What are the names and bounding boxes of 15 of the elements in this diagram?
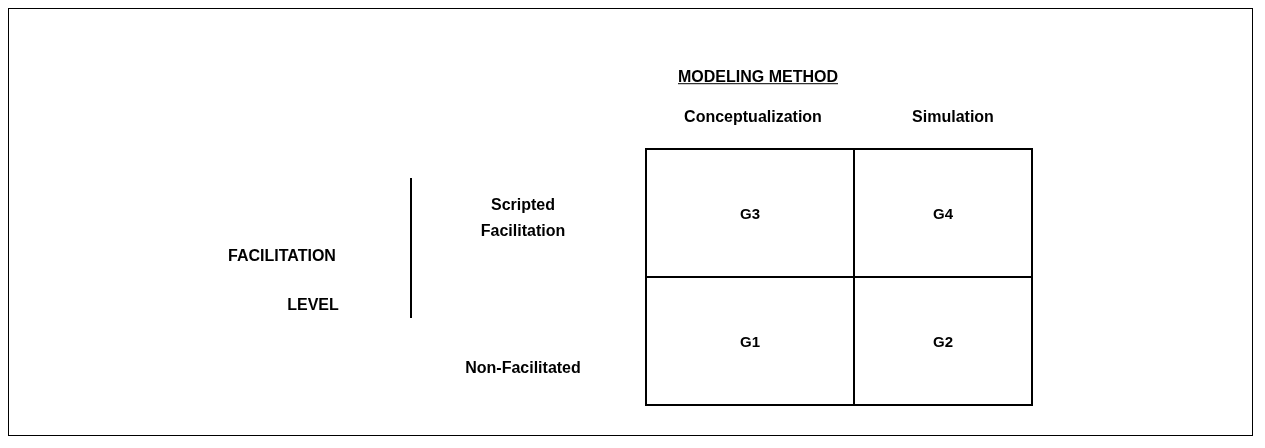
axis-label: Scripted Facilitation	[479, 195, 567, 241]
table-cell	[853, 276, 1033, 406]
axis-label: Conceptualization	[684, 107, 822, 128]
axis-label: FACILITATION	[228, 246, 336, 267]
table-cell	[853, 148, 1033, 278]
axis-label: LEVEL	[287, 295, 339, 316]
axis-heading: MODELING METHOD	[678, 67, 838, 88]
group-label: G4	[933, 204, 953, 222]
table-cell	[645, 148, 855, 278]
group-label: G2	[933, 332, 953, 350]
table-cell	[645, 276, 855, 406]
axis-label: Non-Facilitated	[465, 358, 581, 379]
group-label: G3	[740, 204, 760, 222]
axis-label: Simulation	[912, 107, 994, 128]
group-label: G1	[740, 332, 760, 350]
